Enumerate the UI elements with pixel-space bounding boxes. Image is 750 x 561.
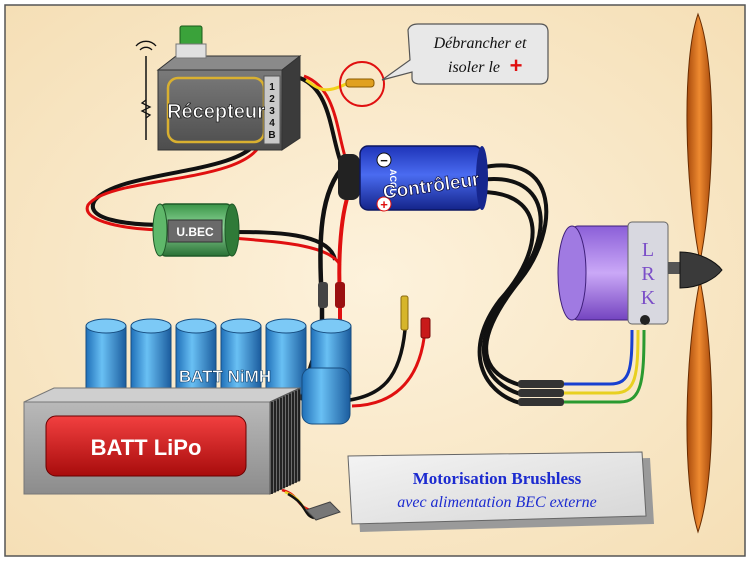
lipo-label-plate	[45, 415, 247, 477]
receiver-channel-3: 3	[269, 106, 275, 117]
signal-plug	[345, 78, 375, 88]
wire-phase-3	[477, 190, 535, 405]
bullet-connector-red	[420, 317, 431, 339]
balance-wire-black	[287, 492, 315, 520]
nimh-cell-top	[220, 318, 262, 334]
nimh-cell-top	[130, 318, 172, 334]
subtitle-text: avec alimentation BEC externe	[397, 494, 596, 511]
nimh-cell	[130, 325, 172, 395]
balance-plug	[305, 501, 341, 521]
nimh-cell-top	[175, 318, 217, 334]
receiver-channel-B: B	[268, 130, 275, 141]
controller-minus: −	[380, 153, 388, 168]
controller-end-cap	[476, 146, 488, 210]
nimh-cell-top	[85, 318, 127, 334]
phase-connector-3	[518, 398, 564, 406]
nimh-battery: BATT NiMH	[85, 318, 352, 425]
antenna-signal-icon	[135, 40, 157, 51]
controller-minus-marker	[376, 152, 392, 168]
receiver-label: Récepteur	[167, 101, 265, 123]
connector-black	[318, 282, 328, 308]
nimh-cells	[85, 318, 352, 425]
nimh-cell	[220, 325, 262, 395]
receiver-channel-4: 4	[269, 118, 275, 129]
callout-bubble	[381, 23, 549, 85]
nimh-cell-top	[265, 318, 307, 334]
ubec-label: U.BEC	[176, 225, 214, 239]
callout-plus: +	[510, 53, 523, 78]
motor-brand-k: K	[641, 287, 656, 309]
callout-circle	[339, 61, 385, 107]
brushless-motor: L R K	[557, 221, 688, 325]
lipo-battery: BATT LiPo	[23, 387, 301, 495]
lipo-side-stripes	[271, 389, 300, 494]
callout-line2: isoler le	[448, 59, 500, 76]
nimh-cell	[175, 325, 217, 395]
disconnect-callout: Débrancher et isoler le +	[339, 23, 549, 107]
receiver-channel-2: 2	[269, 94, 275, 105]
ubec-end-left	[152, 203, 168, 257]
motor-brand-l: L	[642, 239, 654, 261]
motor-wire-yellow	[564, 329, 640, 395]
wire-nimh-red	[351, 329, 427, 408]
controller-plus: +	[380, 197, 388, 212]
wire-rx-ubec-red	[85, 139, 264, 232]
receiver-channel-1: 1	[269, 82, 275, 93]
ubec-end-right	[224, 203, 240, 257]
nimh-label: BATT NiMH	[179, 367, 271, 386]
wire-signal-yellow	[305, 78, 351, 92]
phase-connector-2	[518, 389, 564, 397]
lipo-label: BATT LiPo	[91, 435, 202, 460]
propeller-spinner	[679, 251, 723, 289]
wire-nimh-black	[349, 329, 407, 402]
antenna-coil-icon	[140, 99, 152, 119]
motor-wire-exit	[640, 315, 650, 325]
nimh-cell-top	[310, 318, 352, 334]
motor-wire-green	[564, 329, 646, 404]
title-text: Motorisation Brushless	[413, 469, 582, 488]
bullet-connector-gold	[400, 295, 409, 331]
ubec: U.BEC	[152, 203, 240, 257]
wire-ubec-out-red	[231, 236, 342, 266]
nimh-cell	[85, 325, 127, 395]
controller-accu-label: ACCU	[388, 169, 398, 195]
ubec-label-plate	[167, 219, 223, 243]
controller: − + ACCU Contrôleur	[338, 145, 488, 212]
controller-battery-plugs	[338, 154, 360, 200]
motor-rear	[557, 225, 587, 321]
title-box: Motorisation Brushless avec alimentation…	[347, 451, 654, 532]
wire-rx-ctrl-red	[303, 74, 348, 161]
controller-plus-marker	[376, 196, 392, 212]
motor-brand-r: R	[641, 263, 655, 285]
motor-wire-blue	[564, 329, 634, 386]
wire-ubec-out-black	[231, 230, 337, 261]
phase-connector-1	[518, 380, 564, 388]
crystal-socket	[175, 43, 207, 59]
propeller	[679, 12, 723, 534]
lipo-top-face	[23, 387, 301, 403]
receiver-side-face	[281, 54, 301, 151]
callout-line1: Débrancher et	[433, 35, 527, 52]
nimh-cell	[301, 367, 351, 425]
crystal-icon	[179, 25, 203, 47]
title-box-panel	[347, 451, 647, 525]
connector-red	[335, 282, 345, 308]
nimh-cell	[265, 325, 307, 395]
receiver-channel-strip	[263, 75, 281, 145]
receiver-body	[157, 69, 283, 151]
